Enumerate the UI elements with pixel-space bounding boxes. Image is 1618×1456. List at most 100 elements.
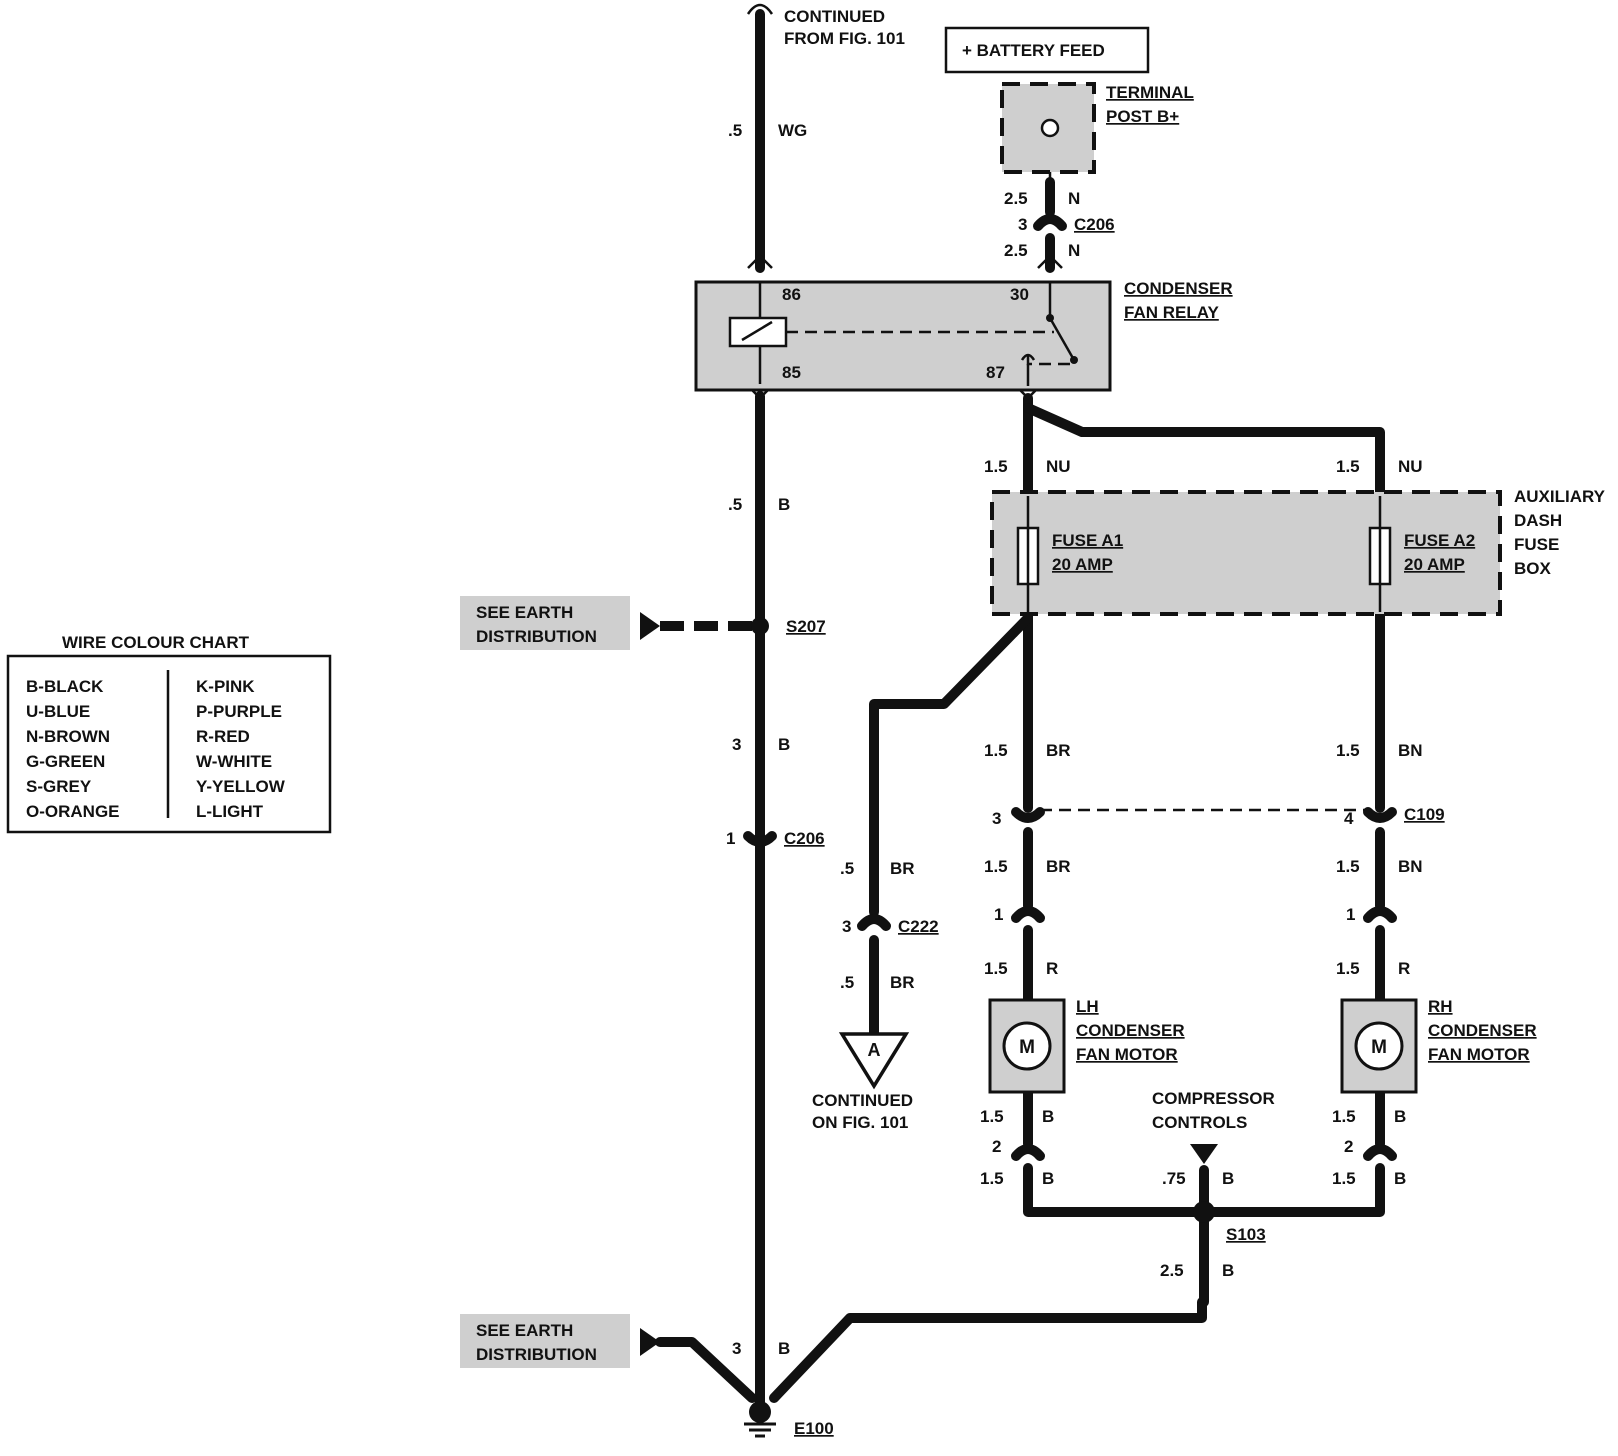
c222-label: C222 — [898, 917, 939, 936]
lh-pin2: 2 — [992, 1137, 1001, 1156]
e100-label: E100 — [794, 1419, 834, 1438]
legend-title: WIRE COLOUR CHART — [62, 633, 250, 652]
legend-right-4: Y-YELLOW — [196, 777, 286, 796]
relay-coil-slash — [741, 320, 773, 342]
continued-a-triangle — [838, 1032, 910, 1090]
rh-pin1: 1 — [1346, 905, 1355, 924]
wire-nu-a2 — [1023, 403, 1385, 497]
b1-color: B — [778, 495, 790, 514]
rhb2-size: 1.5 — [1332, 1169, 1356, 1188]
earth-ref-bottom-label-2: DISTRIBUTION — [476, 1345, 597, 1364]
r1-color: R — [1046, 959, 1058, 978]
lhb1-color: B — [1042, 1107, 1054, 1126]
rh-pin2-connector — [1363, 1144, 1397, 1161]
cc-color: B — [1222, 1169, 1234, 1188]
rh-pin2: 2 — [1344, 1137, 1353, 1156]
earth-ref-top-label-2: DISTRIBUTION — [476, 627, 597, 646]
compressor-label-1: COMPRESSOR — [1152, 1089, 1275, 1108]
legend-right-0: K-PINK — [196, 677, 255, 696]
fuse-box-label-1: AUXILIARY — [1514, 487, 1606, 506]
c109-label: C109 — [1404, 805, 1445, 824]
lhb2-color: B — [1042, 1169, 1054, 1188]
rhb1-size: 1.5 — [1332, 1107, 1356, 1126]
lh-motor-label-2: CONDENSER — [1076, 1021, 1185, 1040]
relay-label-2: FAN RELAY — [1124, 303, 1219, 322]
compressor-label-2: CONTROLS — [1152, 1113, 1247, 1132]
rh-motor-label-3: FAN MOTOR — [1428, 1045, 1530, 1064]
c109-rh-connector — [1363, 807, 1397, 823]
auxiliary-dash-fuse-box — [990, 490, 1502, 616]
b2-color: B — [778, 735, 790, 754]
lh-motor-icon — [1002, 1021, 1052, 1071]
earth-ref-arrow-top — [640, 612, 660, 640]
lhb1-size: 1.5 — [980, 1107, 1004, 1126]
wire-b-s103-e100 — [769, 1207, 1209, 1403]
legend-right-1: P-PURPLE — [196, 702, 282, 721]
relay-contact-icon — [1070, 356, 1078, 364]
c206-top-pin: 3 — [1018, 215, 1027, 234]
c109-right-pin: 4 — [1344, 809, 1354, 828]
legend-left-3: G-GREEN — [26, 752, 105, 771]
rh-motor-label-2: CONDENSER — [1428, 1021, 1537, 1040]
continued-on-label-1: CONTINUED — [812, 1091, 913, 1110]
rh-pin1-connector — [1363, 906, 1397, 923]
legend-right-2: R-RED — [196, 727, 250, 746]
lh-pin2-connector — [1011, 1144, 1045, 1161]
e100-ground-icon — [744, 1401, 776, 1438]
lh-motor-symbol: M — [1019, 1037, 1035, 1058]
nu1-size: 1.5 — [984, 457, 1008, 476]
relay-86-arrow — [747, 254, 773, 269]
lhb2-size: 1.5 — [980, 1169, 1004, 1188]
relay-87-hook — [1020, 353, 1036, 361]
n2-color: N — [1068, 241, 1080, 260]
terminal-post-label-1: TERMINAL — [1106, 83, 1194, 102]
s103-splice — [1193, 1201, 1215, 1223]
compressor-arrow — [1190, 1144, 1218, 1164]
earth-ref-arrow-bottom — [640, 1328, 660, 1356]
b1-size: .5 — [728, 495, 742, 514]
fuse-box-label-4: BOX — [1514, 559, 1552, 578]
terminal-post-icon — [1040, 118, 1060, 138]
wg-color: WG — [778, 121, 807, 140]
earth-ref-bottom-box — [460, 1314, 630, 1368]
wg-size: .5 — [728, 121, 742, 140]
s103-size: 2.5 — [1160, 1261, 1184, 1280]
br2-color: BR — [1046, 857, 1071, 876]
rh-motor-label-1: RH — [1428, 997, 1453, 1016]
c222-connector — [857, 914, 891, 931]
s207-label: S207 — [786, 617, 826, 636]
n2-size: 2.5 — [1004, 241, 1028, 260]
cc-size: .75 — [1162, 1169, 1186, 1188]
bn2-color: BN — [1398, 857, 1423, 876]
r1-size: 1.5 — [984, 959, 1008, 978]
nu1-color: NU — [1046, 457, 1071, 476]
c109-left-pin: 3 — [992, 809, 1001, 828]
relay-switch-arm — [1048, 317, 1076, 361]
rhb2-color: B — [1394, 1169, 1406, 1188]
legend-left-2: N-BROWN — [26, 727, 110, 746]
c222-pin: 3 — [842, 917, 851, 936]
lh-motor-label-3: FAN MOTOR — [1076, 1045, 1178, 1064]
terminal-post-label-2: POST B+ — [1106, 107, 1179, 126]
legend-right-3: W-WHITE — [196, 752, 272, 771]
c206-left-pin: 1 — [726, 829, 735, 848]
c206-top-label: C206 — [1074, 215, 1115, 234]
legend-left-4: S-GREY — [26, 777, 92, 796]
earth-ref-top-box — [460, 596, 630, 650]
c206-left-label: C206 — [784, 829, 825, 848]
r2-size: 1.5 — [1336, 959, 1360, 978]
c109-lh-connector — [1011, 807, 1045, 823]
rh-motor-symbol: M — [1371, 1037, 1387, 1058]
br1-size: 1.5 — [984, 741, 1008, 760]
battery-feed-box — [944, 26, 1150, 74]
wire-br-c222 — [869, 613, 1033, 917]
relay-label-1: CONDENSER — [1124, 279, 1233, 298]
c206-left-connector — [743, 831, 777, 847]
c206-top-connector — [1033, 214, 1067, 231]
bn2-size: 1.5 — [1336, 857, 1360, 876]
brs1-color: BR — [890, 859, 915, 878]
rhb1-color: B — [1394, 1107, 1406, 1126]
rh-motor-icon — [1354, 1021, 1404, 1071]
fuse-a1-label-1: FUSE A1 — [1052, 531, 1123, 550]
